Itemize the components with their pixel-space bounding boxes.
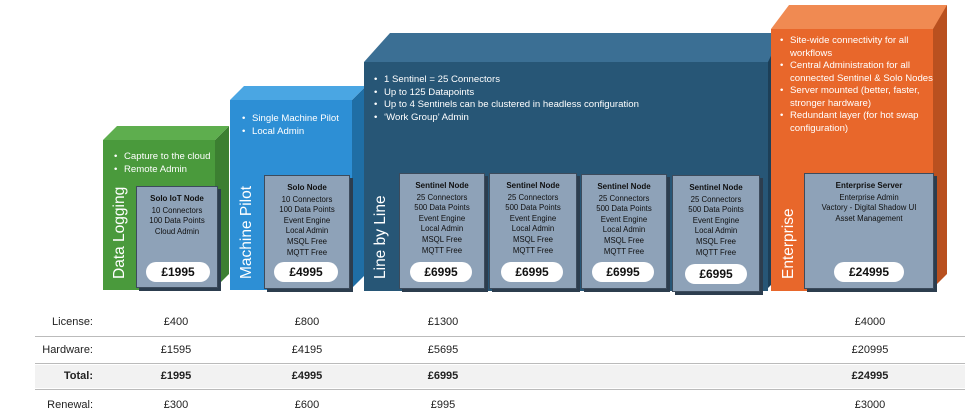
row-divider bbox=[35, 336, 965, 337]
box-line: MQTT Free bbox=[695, 247, 737, 257]
cell-enterprise: £4000 bbox=[854, 316, 886, 328]
box-line: MSQL Free bbox=[695, 236, 736, 246]
row-divider bbox=[35, 363, 965, 364]
box-line: MSQL Free bbox=[421, 234, 462, 244]
box-line: MSQL Free bbox=[286, 236, 327, 246]
bullet: Server mounted (better, faster, stronger… bbox=[778, 85, 934, 110]
bullet: 1 Sentinel = 25 Connectors bbox=[372, 74, 762, 87]
bullet: Central Administration for all connected… bbox=[778, 60, 934, 85]
cell-line-by-line: £995 bbox=[430, 399, 456, 411]
box-line: MQTT Free bbox=[603, 246, 645, 256]
enterprise-label: Enterprise bbox=[780, 208, 797, 279]
price-badge: £24995 bbox=[834, 262, 904, 282]
box-title: Sentinel Node bbox=[415, 181, 469, 190]
price-badge: £6995 bbox=[592, 262, 654, 282]
cell-machine-pilot: £4995 bbox=[291, 370, 323, 382]
table-row-license: License: £400 £800 £1300 £4000 bbox=[35, 311, 965, 334]
box-line: Enterprise Admin bbox=[839, 192, 899, 202]
bullet: Single Machine Pilot bbox=[240, 113, 360, 126]
cell-enterprise: £20995 bbox=[851, 344, 889, 356]
box-line: 500 Data Points bbox=[414, 203, 470, 213]
price-badge: £1995 bbox=[146, 262, 210, 282]
price-badge: £6995 bbox=[410, 262, 472, 282]
row-label: License: bbox=[52, 316, 93, 328]
bullet: Site-wide connectivity for all workflows bbox=[778, 35, 934, 60]
box-line: 25 Connectors bbox=[598, 193, 650, 203]
box-line: Cloud Admin bbox=[154, 226, 200, 236]
bullet: Up to 4 Sentinels can be clustered in he… bbox=[372, 99, 762, 112]
box-line: MSQL Free bbox=[512, 234, 553, 244]
box-title: Solo IoT Node bbox=[150, 194, 204, 203]
box-line: MQTT Free bbox=[421, 245, 463, 255]
box-title: Sentinel Node bbox=[689, 183, 743, 192]
box-title: Enterprise Server bbox=[835, 181, 903, 190]
box-line: Event Engine bbox=[509, 213, 557, 223]
line-by-line-bullets: 1 Sentinel = 25 Connectors Up to 125 Dat… bbox=[372, 74, 762, 124]
box-line: MSQL Free bbox=[603, 235, 644, 245]
data-logging-label: Data Logging bbox=[111, 186, 128, 279]
price-badge: £4995 bbox=[274, 262, 338, 282]
bullet: Local Admin bbox=[240, 126, 360, 139]
box-line: Event Engine bbox=[283, 215, 331, 225]
table-row-total: Total: £1995 £4995 £6995 £24995 bbox=[35, 365, 965, 388]
row-divider bbox=[35, 389, 965, 390]
box-title: Solo Node bbox=[287, 183, 327, 192]
cell-data-logging: £1995 bbox=[160, 370, 192, 382]
machine-pilot-bullets: Single Machine Pilot Local Admin bbox=[240, 113, 360, 138]
box-line: 10 Connectors bbox=[281, 194, 333, 204]
box-line: 500 Data Points bbox=[596, 204, 652, 214]
box-line: Local Admin bbox=[694, 226, 738, 236]
cell-line-by-line: £6995 bbox=[427, 370, 459, 382]
bullet: ‘Work Group’ Admin bbox=[372, 112, 762, 125]
machine-pilot-label: Machine Pilot bbox=[238, 185, 255, 279]
cell-machine-pilot: £800 bbox=[294, 316, 320, 328]
bullet: Capture to the cloud bbox=[112, 151, 232, 164]
cell-enterprise: £24995 bbox=[851, 370, 889, 382]
box-line: 25 Connectors bbox=[507, 192, 559, 202]
box-line: 100 Data Points bbox=[279, 205, 335, 215]
box-line: Local Admin bbox=[602, 225, 646, 235]
row-label: Renewal: bbox=[47, 399, 93, 411]
cell-data-logging: £300 bbox=[163, 399, 189, 411]
box-line: Event Engine bbox=[600, 214, 648, 224]
box-line: 500 Data Points bbox=[688, 205, 744, 215]
price-badge: £6995 bbox=[685, 264, 747, 284]
cell-enterprise: £3000 bbox=[854, 399, 886, 411]
box-line: Event Engine bbox=[692, 215, 740, 225]
cell-machine-pilot: £600 bbox=[294, 399, 320, 411]
box-line: 25 Connectors bbox=[416, 192, 468, 202]
line-by-line-label: Line by Line bbox=[372, 195, 389, 279]
enterprise-bullets: Site-wide connectivity for all workflows… bbox=[778, 35, 934, 135]
data-logging-bullets: Capture to the cloud Remote Admin bbox=[112, 151, 232, 176]
cell-machine-pilot: £4195 bbox=[291, 344, 323, 356]
box-line: Local Admin bbox=[511, 224, 555, 234]
box-line: Asset Management bbox=[835, 213, 903, 223]
box-title: Sentinel Node bbox=[506, 181, 560, 190]
table-row-hardware: Hardware: £1595 £4195 £5695 £20995 bbox=[35, 339, 965, 362]
box-line: MQTT Free bbox=[512, 245, 554, 255]
box-line: 500 Data Points bbox=[505, 203, 561, 213]
bullet: Remote Admin bbox=[112, 164, 232, 177]
bullet: Up to 125 Datapoints bbox=[372, 87, 762, 100]
price-badge: £6995 bbox=[501, 262, 563, 282]
row-label: Hardware: bbox=[42, 344, 93, 356]
box-line: MQTT Free bbox=[286, 247, 328, 257]
cell-data-logging: £400 bbox=[163, 316, 189, 328]
row-label: Total: bbox=[63, 370, 93, 382]
box-line: Local Admin bbox=[285, 226, 329, 236]
box-line: 100 Data Points bbox=[149, 216, 205, 226]
box-line: 25 Connectors bbox=[690, 194, 742, 204]
box-line: Local Admin bbox=[420, 224, 464, 234]
cell-line-by-line: £1300 bbox=[427, 316, 459, 328]
box-line: 10 Connectors bbox=[151, 205, 203, 215]
bullet: Redundant layer (for hot swap configurat… bbox=[778, 110, 934, 135]
cell-data-logging: £1595 bbox=[160, 344, 192, 356]
box-title: Sentinel Node bbox=[597, 182, 651, 191]
table-row-renewal: Renewal: £300 £600 £995 £3000 bbox=[35, 394, 965, 417]
box-line: Vactory - Digital Shadow UI bbox=[821, 203, 917, 213]
cell-line-by-line: £5695 bbox=[427, 344, 459, 356]
box-line: Event Engine bbox=[418, 213, 466, 223]
